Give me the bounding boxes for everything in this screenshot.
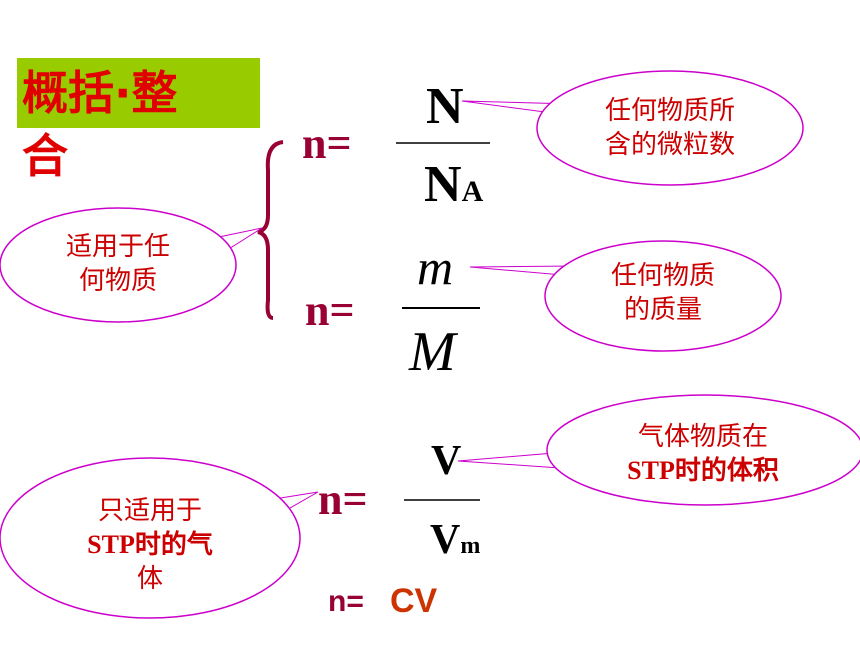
formula-4-rhs: CV xyxy=(390,582,438,620)
bubble-mass-text: 任何物质 的质量 xyxy=(560,259,766,327)
bubble-gas-volume xyxy=(546,394,860,506)
bubble-particles-line-2: 含的微粒数 xyxy=(604,130,735,160)
bubble-gas-only-text: 只适用于 STP时的气 体 xyxy=(40,494,260,596)
title-background xyxy=(17,58,260,128)
bubble-mass-line-2: 的质量 xyxy=(623,295,702,325)
bubble-gas-only-line-1: 只适用于 xyxy=(97,496,202,526)
formula-3-numerator: V xyxy=(431,438,462,484)
bubble-gas-volume-line-2: STP时的体积 xyxy=(627,456,779,485)
bubble-any-matter-line-1: 适用于任 xyxy=(65,232,170,262)
formula-1-numerator: N xyxy=(426,78,464,135)
bubble-gas-only-line-2: STP时的气 xyxy=(87,530,213,559)
formula-3-lhs: n= xyxy=(318,475,368,524)
formula-1-lhs: n= xyxy=(302,119,352,168)
title-line-1: 概括·整 xyxy=(22,66,178,120)
bubble-gas-only-line-3: 体 xyxy=(136,564,163,594)
bubble-gas-only xyxy=(0,457,301,619)
bubble-mass xyxy=(544,240,782,352)
formula-2-numerator: m xyxy=(417,239,454,295)
formula-1-denominator: NA xyxy=(424,156,484,213)
formula-3-denominator-subscript: m xyxy=(460,533,481,559)
formula-3-denominator: Vm xyxy=(430,517,481,563)
formula-1-denominator-subscript: A xyxy=(461,175,484,208)
formula-2-lhs: n= xyxy=(305,286,355,335)
bubble-any-matter xyxy=(0,207,237,323)
bubble-particles-text: 任何物质所 含的微粒数 xyxy=(560,94,780,162)
left-brace xyxy=(257,140,284,320)
formula-2-denominator: M xyxy=(409,321,456,383)
bubble-any-matter-line-2: 何物质 xyxy=(78,266,157,296)
bubble-gas-volume-text: 气体物质在 STP时的体积 xyxy=(568,420,838,488)
title-line-2: 合 xyxy=(22,129,68,183)
bubble-gas-volume-line-1: 气体物质在 xyxy=(637,422,768,452)
bubble-mass-line-1: 任何物质 xyxy=(610,261,715,291)
bubble-particles-line-1: 任何物质所 xyxy=(604,96,735,126)
bubble-particles xyxy=(536,70,804,186)
bubble-any-matter-text: 适用于任 何物质 xyxy=(18,230,218,298)
formula-4-lhs: n= xyxy=(328,585,364,618)
